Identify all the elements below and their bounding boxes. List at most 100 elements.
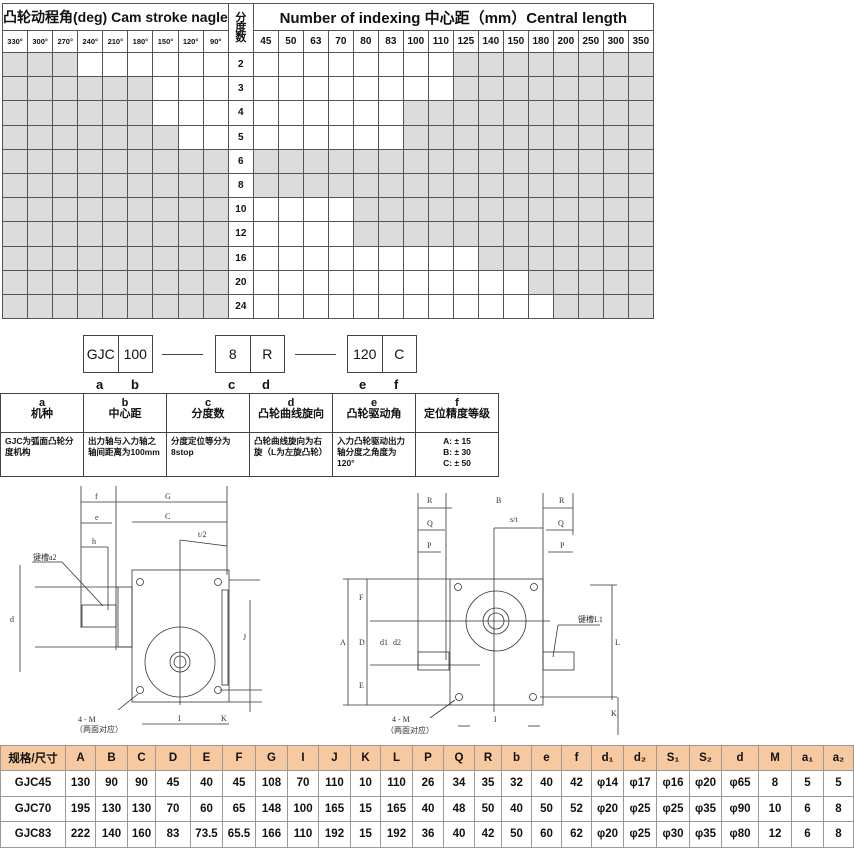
grid-cell-empty [352,293,379,320]
code-part-c: 8 [228,346,237,362]
dimension-header-cell: M [758,745,792,771]
drawing-label: 键槽a2 [33,552,57,562]
grid-cell-shaded [602,197,629,223]
center-distance-title: Number of indexing 中心距（mm）Central length [252,3,654,31]
grid-cell-shaded [27,269,54,295]
grid-cell-shaded [477,51,504,78]
dimension-value-cell: 90 [127,770,156,797]
grid-cell-shaded [452,172,479,199]
grid-cell-shaded [77,124,104,150]
housing-outline [131,569,230,703]
drawing-label: R [427,496,433,505]
dimension-header-cell: R [474,745,502,771]
grid-cell-empty [352,100,379,126]
dimension-value-cell: 110 [287,821,319,848]
drawing-label: 键槽L1 [578,614,603,624]
dimension-value-cell: 12 [758,821,792,848]
dimension-header-cell: F [222,745,256,771]
grid-cell-shaded [602,76,629,102]
grid-cell-shaded [352,148,379,174]
grid-cell-empty [202,100,229,126]
dimension-value-cell: 165 [380,795,413,822]
grid-cell-empty [302,269,329,295]
grid-cell-shaded [152,172,179,199]
dimension-header-cell: f [561,745,592,771]
grid-cell-shaded [502,172,529,199]
grid-cell-shaded [602,124,629,150]
code-letter-a: a [96,377,104,392]
drawing-label: （两面对应） [386,725,434,735]
dimension-value-cell: 110 [318,770,351,797]
dimension-value-cell: 8 [823,821,854,848]
grid-cell-shaded [427,124,454,150]
grid-cell-shaded [77,76,104,102]
dimension-value-cell: 83 [155,821,191,848]
cam-wheel [465,590,527,652]
grid-cell-shaded [27,245,54,271]
grid-cell-shaded [1,197,29,223]
code-part-a: GJC [86,346,115,362]
grid-cell-shaded [527,100,554,126]
grid-cell-shaded [1,51,29,78]
grid-cell-shaded [427,197,454,223]
grid-cell-shaded [1,245,29,271]
drawing-label: d1 [380,638,388,647]
grid-cell-shaded [577,293,604,320]
stops-value: 6 [227,148,254,174]
grid-cell-shaded [27,76,54,102]
grid-cell-shaded [1,148,29,174]
grid-cell-shaded [177,245,204,271]
dimension-value-cell: 65.5 [222,821,256,848]
dimension-value-cell: 148 [255,795,288,822]
grid-cell-shaded [452,124,479,150]
dimension-header-cell: D [155,745,191,771]
grid-cell-empty [327,269,354,295]
grid-cell-shaded [452,148,479,174]
dimension-value-cell: 15 [350,795,381,822]
grid-cell-shaded [502,148,529,174]
dimension-value-cell: 40 [443,821,475,848]
drawing-label: 4 - M [392,715,410,724]
drawing-label: d2 [393,638,401,647]
drawing-label: 4 - M [78,715,96,724]
dimension-value-cell: 6 [791,821,824,848]
grid-cell-shaded [402,100,429,126]
grid-cell-shaded [127,148,154,174]
dimension-header-cell: S₁ [656,745,690,771]
grid-cell-shaded [602,148,629,174]
cam-angle-header: 180° [127,30,154,53]
dimension-header-cell: S₂ [689,745,722,771]
stops-value: 16 [227,245,254,271]
grid-cell-shaded [377,148,404,174]
grid-cell-shaded [352,197,379,223]
title: 定位精度等级 [424,408,490,420]
letter: e [370,397,378,409]
grid-cell-empty [477,293,504,320]
grid-cell-shaded [102,100,129,126]
dimension-header-cell: d₂ [623,745,657,771]
dimension-value-cell: φ30 [656,821,690,848]
grid-cell-empty [177,76,204,102]
grid-cell-shaded [127,221,154,247]
grid-cell-shaded [52,245,79,271]
dimension-value-cell: 160 [127,821,156,848]
grid-cell-shaded [252,148,279,174]
cam-angle-header: 90° [202,30,229,53]
grid-cell-empty [302,51,329,78]
grid-cell-shaded [327,172,354,199]
drawing-label: P [427,541,432,550]
grid-cell-empty [127,51,154,78]
drawing-right: R B R Q Q P P s/t A F D E d1 d2 键槽L1 L K… [340,493,620,735]
grid-cell-empty [377,269,404,295]
grid-cell-shaded [27,293,54,320]
drawing-label: E [359,681,364,690]
grid-cell-shaded [452,51,479,78]
stops-title-text: 分度数 [235,12,247,44]
drawing-label: K [221,714,227,723]
dimension-header-cell: L [380,745,413,771]
grid-cell-shaded [127,124,154,150]
grid-cell-shaded [552,148,579,174]
stops-value: 10 [227,197,254,223]
grid-cell-shaded [502,51,529,78]
